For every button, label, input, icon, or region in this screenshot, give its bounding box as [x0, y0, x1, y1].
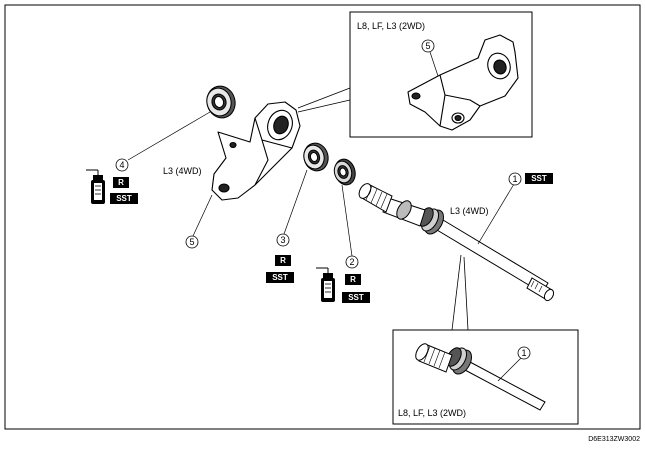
intermediate-shaft-4wd: [358, 183, 555, 302]
inset-bottom: L8, LF, L3 (2WD) 1: [392, 254, 579, 425]
tag-r-left: [113, 177, 129, 188]
callout-1: 1: [512, 174, 517, 184]
callout-2-leader: [341, 184, 353, 257]
intermediate-shaft-2wd: [415, 343, 546, 411]
callout-circle-1: [508, 172, 522, 186]
inset-bottom-leader-right: [463, 256, 469, 331]
callout-1-inset-leader: [497, 357, 522, 382]
tag-r-3: [275, 255, 291, 266]
tag-sst-2-label: SST: [348, 293, 364, 302]
tag-sst-left-label: SST: [116, 194, 132, 203]
callout-1-leader: [477, 183, 515, 245]
figure-frame: [4, 4, 641, 430]
callout-circle-5: [185, 235, 199, 249]
tag-sst-2: [342, 292, 370, 303]
callout-4-leader: [127, 111, 211, 161]
callout-3-leader: [283, 169, 308, 235]
grease-can-left: [86, 169, 105, 204]
callout-circle-4: [115, 158, 129, 172]
inset-top-leader-upper: [297, 87, 351, 109]
label-l3-4wd-mount: L3 (4WD): [163, 166, 202, 176]
callout-circle-1-inset: [517, 346, 531, 360]
bearing-support-2wd: [407, 34, 519, 131]
inset-top-leader-lower: [297, 99, 351, 113]
tag-sst-1-label: SST: [531, 174, 547, 183]
tag-r-3-label: R: [280, 256, 286, 265]
tag-sst-3: [266, 272, 294, 283]
callout-4: 4: [119, 160, 124, 170]
callout-circle-3: [276, 233, 290, 247]
tag-r-2: [345, 274, 361, 285]
callout-circle-5-inset: [421, 39, 435, 53]
tag-r-2-label: R: [350, 275, 356, 284]
tag-sst-1: [525, 173, 553, 184]
callout-circle-2: [345, 255, 359, 269]
bearing-support-4wd: [211, 101, 301, 201]
tag-sst-3-label: SST: [272, 273, 288, 282]
callout-5: 5: [189, 237, 194, 247]
grease-can-middle: [316, 267, 335, 302]
oil-seal-2: [333, 158, 356, 186]
tag-sst-left: [110, 193, 138, 204]
callout-1-inset: 1: [521, 348, 526, 358]
inset-bottom-caption: L8, LF, L3 (2WD): [398, 408, 466, 418]
tag-r-left-label: R: [118, 178, 124, 187]
figure-code: D6E313ZW3002: [588, 436, 640, 443]
callout-5-inset: 5: [425, 41, 430, 51]
bearing-4: [206, 85, 236, 119]
callout-5-leader: [192, 194, 213, 237]
inset-bottom-leader-left: [451, 254, 462, 331]
callout-2: 2: [349, 257, 354, 267]
callout-3: 3: [280, 235, 285, 245]
inset-top-caption: L8, LF, L3 (2WD): [357, 21, 425, 31]
label-l3-4wd-shaft: L3 (4WD): [450, 206, 489, 216]
inset-top: L8, LF, L3 (2WD) 5: [297, 11, 533, 138]
bearing-3: [303, 142, 329, 172]
